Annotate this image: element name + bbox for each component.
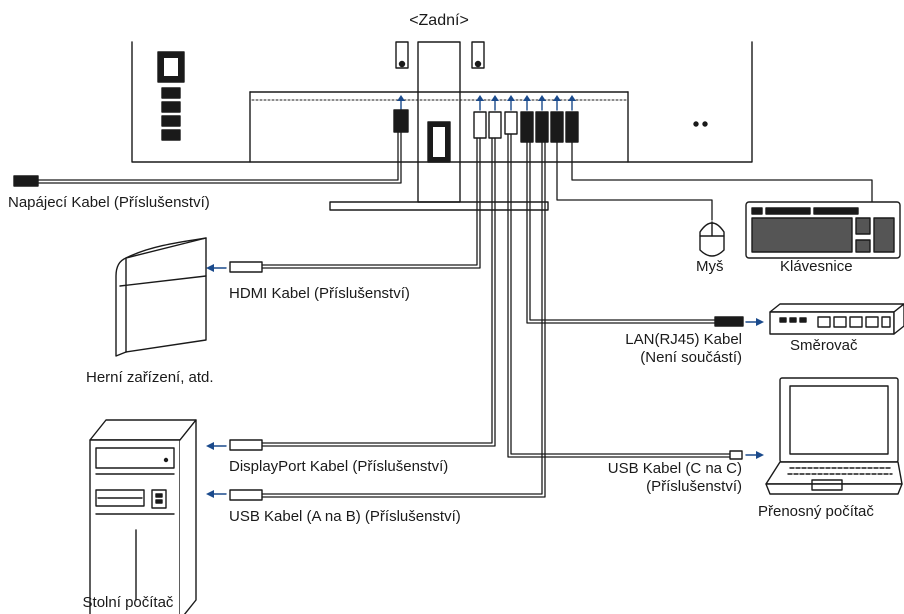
router-shape <box>769 303 904 335</box>
cables <box>37 131 873 498</box>
mouse-shape <box>699 221 725 257</box>
usb-c-cable-label-line2: (Příslušenství) <box>646 478 742 495</box>
lan-cable-label-line2: (Není součástí) <box>640 349 742 366</box>
monitor-plugs <box>393 109 579 143</box>
power-cable-label: Napájecí Kabel (Příslušenství) <box>8 194 210 211</box>
mouse-label: Myš <box>696 258 724 275</box>
desktop-shape <box>89 419 197 614</box>
cable-ends <box>13 175 744 501</box>
game-device-shape <box>115 237 207 357</box>
hdmi-cable-label: HDMI Kabel (Příslušenství) <box>229 285 410 302</box>
blue-arrows <box>206 264 764 498</box>
usb-ab-cable-label: USB Kabel (A na B) (Příslušenství) <box>229 508 461 525</box>
laptop-shape <box>765 377 903 495</box>
diagram-title: <Zadní> <box>409 12 469 29</box>
keyboard-shape <box>745 201 901 259</box>
game-device-label: Herní zařízení, atd. <box>86 369 214 386</box>
desktop-label: Stolní počítač <box>82 594 174 611</box>
monitor-back <box>131 41 753 211</box>
port-arrows <box>397 95 576 111</box>
displayport-cable-label: DisplayPort Kabel (Příslušenství) <box>229 458 449 475</box>
lan-cable-label-line1: LAN(RJ45) Kabel <box>625 331 742 348</box>
keyboard-label: Klávesnice <box>780 258 853 275</box>
router-label: Směrovač <box>790 337 858 354</box>
laptop-label: Přenosný počítač <box>758 503 874 520</box>
usb-c-cable-label-line1: USB Kabel (C na C) <box>607 460 742 477</box>
